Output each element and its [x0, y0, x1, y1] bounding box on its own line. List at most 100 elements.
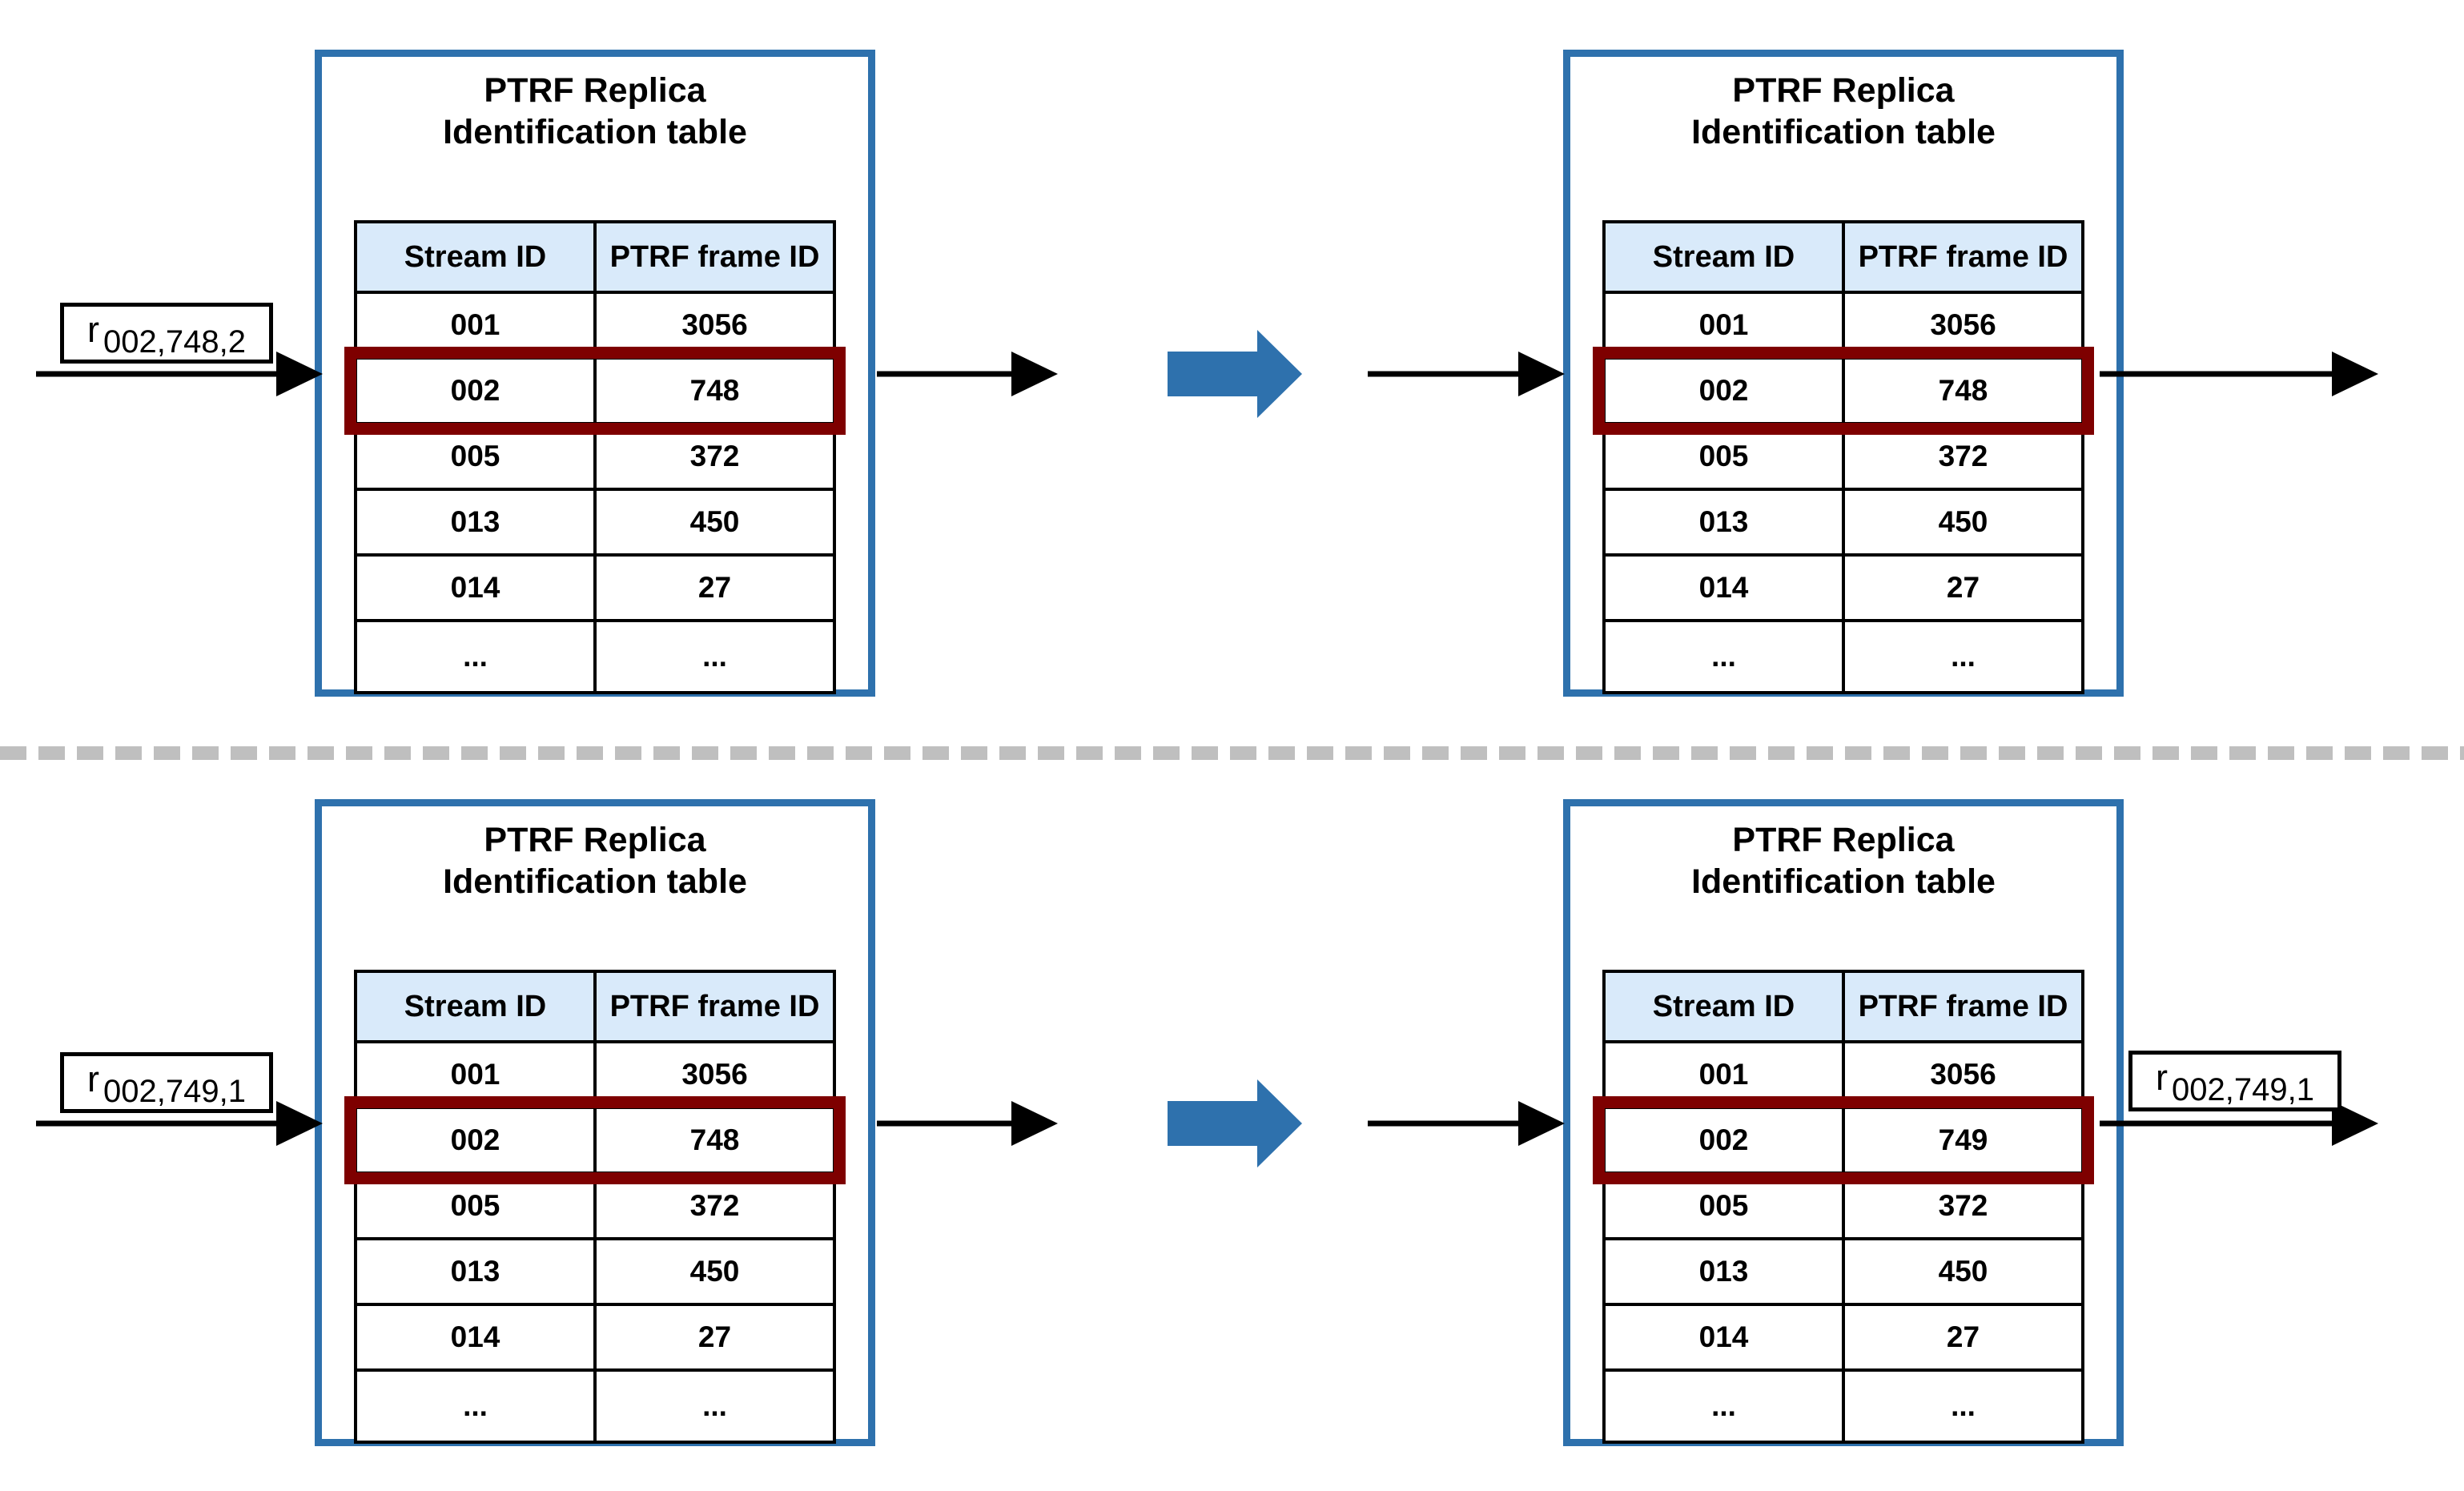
- frame-label-bottom-input: r 002,749,1: [60, 1052, 273, 1113]
- output-arrow-icon: [877, 350, 1059, 398]
- ptrf-table-panel-top-right: PTRF Replica Identification table Stream…: [1563, 50, 2124, 697]
- stream-id-cell: ...: [357, 622, 593, 691]
- highlighted-ptrf-frame-id-cell: 749: [1845, 1109, 2081, 1172]
- ptrf-frame-id-cell: 27: [1845, 1306, 2081, 1368]
- panel-title: PTRF Replica Identification table: [322, 819, 868, 903]
- ptrf-frame-id-cell: ...: [1845, 622, 2081, 691]
- column-header-ptrf-frame-id: PTRF frame ID: [597, 973, 833, 1040]
- panel-title-line2: Identification table: [443, 862, 747, 902]
- ptrf-frame-id-cell: 3056: [597, 1043, 833, 1106]
- stream-id-cell: ...: [357, 1372, 593, 1441]
- stream-id-cell: 014: [357, 557, 593, 619]
- column-header-stream-id: Stream ID: [357, 223, 593, 291]
- output-arrow-icon: [2100, 350, 2380, 398]
- stream-id-cell: 013: [357, 491, 593, 553]
- stream-id-cell: ...: [1606, 622, 1842, 691]
- input-arrow-icon: [36, 1099, 324, 1147]
- ptrf-frame-id-cell: 450: [597, 1240, 833, 1303]
- ptrf-frame-id-cell: 372: [597, 425, 833, 488]
- highlighted-ptrf-frame-id-cell: 748: [597, 1109, 833, 1172]
- column-header-ptrf-frame-id: PTRF frame ID: [597, 223, 833, 291]
- highlighted-stream-id-cell: 002: [357, 1109, 593, 1172]
- ptrf-table-panel-bottom-right: PTRF Replica Identification table Stream…: [1563, 799, 2124, 1446]
- panel-title: PTRF Replica Identification table: [1570, 819, 2116, 903]
- ptrf-frame-id-cell: 27: [597, 557, 833, 619]
- ptrf-frame-id-cell: 450: [597, 491, 833, 553]
- stream-id-cell: 013: [1606, 491, 1842, 553]
- ptrf-frame-id-cell: 372: [1845, 425, 2081, 488]
- column-header-stream-id: Stream ID: [357, 973, 593, 1040]
- stream-id-cell: ...: [1606, 1372, 1842, 1441]
- stream-id-cell: 005: [1606, 425, 1842, 488]
- panel-title-line2: Identification table: [443, 113, 747, 152]
- highlighted-ptrf-frame-id-cell: 748: [597, 360, 833, 422]
- input-arrow-icon: [1368, 1099, 1566, 1147]
- label-subscript: 002,749,1: [103, 1074, 246, 1109]
- stream-id-cell: 001: [1606, 294, 1842, 356]
- stream-id-cell: 001: [357, 294, 593, 356]
- frame-label-bottom-output: r 002,749,1: [2128, 1051, 2341, 1111]
- transition-block-arrow-icon: [1168, 1079, 1302, 1167]
- column-header-ptrf-frame-id: PTRF frame ID: [1845, 223, 2081, 291]
- panel-title: PTRF Replica Identification table: [322, 70, 868, 154]
- stream-id-cell: 014: [1606, 1306, 1842, 1368]
- label-symbol: r: [2156, 1057, 2169, 1098]
- ptrf-frame-id-cell: 450: [1845, 491, 2081, 553]
- ptrf-frame-id-cell: 3056: [597, 294, 833, 356]
- stream-id-cell: 001: [1606, 1043, 1842, 1106]
- ptrf-frame-id-cell: 27: [1845, 557, 2081, 619]
- input-arrow-icon: [36, 350, 324, 398]
- output-arrow-icon: [2100, 1099, 2380, 1147]
- highlighted-stream-id-cell: 002: [357, 360, 593, 422]
- label-symbol: r: [87, 1059, 100, 1099]
- column-header-stream-id: Stream ID: [1606, 223, 1842, 291]
- column-header-stream-id: Stream ID: [1606, 973, 1842, 1040]
- label-subscript: 002,748,2: [103, 324, 246, 360]
- highlighted-stream-id-cell: 002: [1606, 1109, 1842, 1172]
- ptrf-frame-id-cell: 27: [597, 1306, 833, 1368]
- ptrf-frame-id-cell: ...: [597, 622, 833, 691]
- stream-id-cell: 001: [357, 1043, 593, 1106]
- stream-id-cell: 005: [1606, 1175, 1842, 1237]
- ptrf-frame-id-cell: ...: [1845, 1372, 2081, 1441]
- label-symbol: r: [87, 309, 100, 350]
- ptrf-frame-id-cell: 372: [597, 1175, 833, 1237]
- ptrf-frame-id-cell: 3056: [1845, 294, 2081, 356]
- stream-id-cell: 013: [357, 1240, 593, 1303]
- transition-block-arrow-icon: [1168, 330, 1302, 418]
- panel-title-line2: Identification table: [1691, 862, 1996, 902]
- ptrf-frame-id-cell: 372: [1845, 1175, 2081, 1237]
- ptrf-table-panel-bottom-left: PTRF Replica Identification table Stream…: [315, 799, 875, 1446]
- dashed-divider: [0, 746, 2464, 760]
- label-subscript: 002,749,1: [2172, 1072, 2314, 1107]
- input-arrow-icon: [1368, 350, 1566, 398]
- ptrf-table-panel-top-left: PTRF Replica Identification table Stream…: [315, 50, 875, 697]
- panel-title: PTRF Replica Identification table: [1570, 70, 2116, 154]
- ptrf-frame-id-cell: 3056: [1845, 1043, 2081, 1106]
- highlighted-stream-id-cell: 002: [1606, 360, 1842, 422]
- panel-title-line2: Identification table: [1691, 113, 1996, 152]
- panel-title-line1: PTRF Replica: [1732, 821, 1955, 859]
- ptrf-frame-id-cell: 450: [1845, 1240, 2081, 1303]
- panel-title-line1: PTRF Replica: [484, 821, 706, 859]
- highlighted-ptrf-frame-id-cell: 748: [1845, 360, 2081, 422]
- frame-label-top-input: r 002,748,2: [60, 303, 273, 364]
- stream-id-cell: 005: [357, 425, 593, 488]
- column-header-ptrf-frame-id: PTRF frame ID: [1845, 973, 2081, 1040]
- stream-id-cell: 014: [1606, 557, 1842, 619]
- output-arrow-icon: [877, 1099, 1059, 1147]
- stream-id-cell: 013: [1606, 1240, 1842, 1303]
- panel-title-line1: PTRF Replica: [1732, 71, 1955, 110]
- stream-id-cell: 005: [357, 1175, 593, 1237]
- panel-title-line1: PTRF Replica: [484, 71, 706, 110]
- stream-id-cell: 014: [357, 1306, 593, 1368]
